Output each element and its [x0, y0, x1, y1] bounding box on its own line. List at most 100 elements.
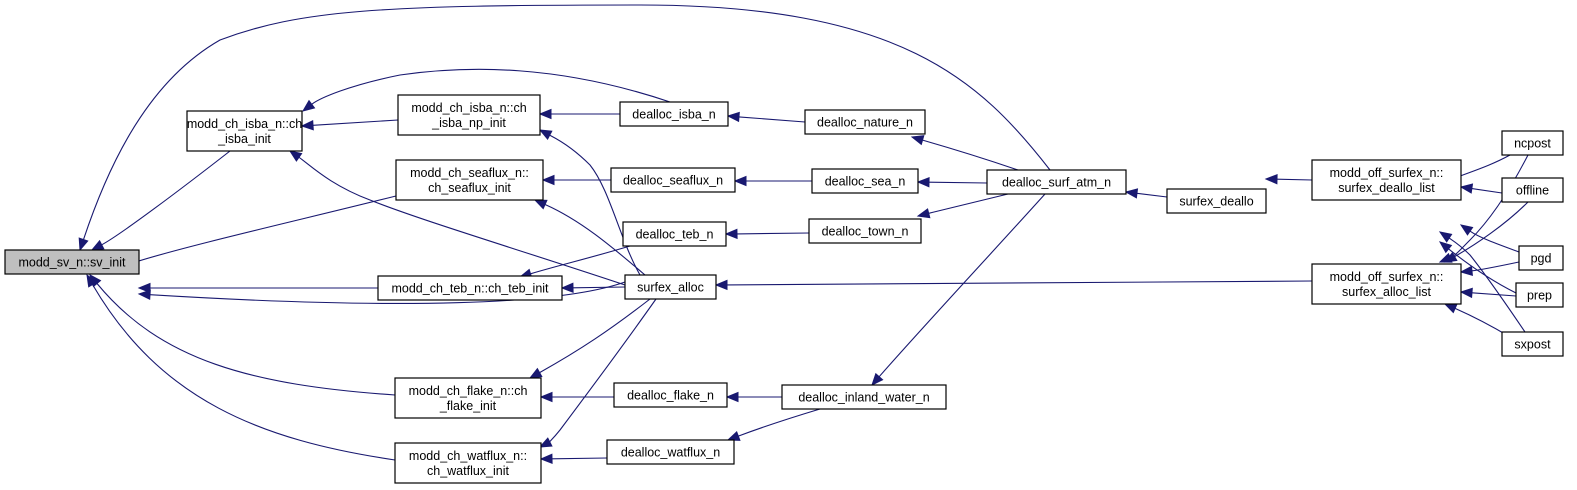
node-dealloc-seaflux-n[interactable]: dealloc_seaflux_n: [610, 167, 736, 193]
edge-line: [726, 280, 1313, 286]
node-box[interactable]: [613, 382, 728, 408]
node-label: surfex_alloc_list: [1342, 285, 1431, 299]
node-box[interactable]: [395, 159, 544, 201]
node-box[interactable]: [377, 275, 563, 301]
node-box[interactable]: [610, 167, 736, 193]
node-sv-init[interactable]: modd_sv_n::sv_init: [4, 249, 140, 275]
node-surfex-deallo[interactable]: surfex_deallo: [1166, 188, 1267, 214]
edge-dealloc_teb_n-to-ch_teb_init: [518, 245, 631, 279]
node-box[interactable]: [1501, 331, 1564, 357]
node-prep[interactable]: prep: [1515, 282, 1564, 308]
node-dealloc-teb-n[interactable]: dealloc_teb_n: [622, 221, 727, 247]
node-label: dealloc_sea_n: [825, 175, 906, 189]
node-box[interactable]: [1311, 263, 1462, 305]
arrowhead-icon: [871, 372, 884, 386]
edge-surfex_deallo-to-dealloc_surf_atm_n: [1124, 188, 1168, 199]
arrowhead-icon: [1124, 188, 1139, 199]
edge-sxpost-to-surfex_alloc_list: [1443, 303, 1511, 338]
arrowhead-icon: [137, 282, 151, 294]
node-box[interactable]: [781, 384, 947, 410]
node-box[interactable]: [622, 221, 727, 247]
arrowhead-icon: [1459, 183, 1474, 194]
node-dealloc-nature-n[interactable]: dealloc_nature_n: [804, 109, 926, 135]
node-label: modd_sv_n::sv_init: [18, 256, 126, 270]
node-label: dealloc_isba_n: [632, 108, 715, 122]
node-label: dealloc_inland_water_n: [798, 391, 929, 405]
node-box[interactable]: [1515, 282, 1564, 308]
edge-prep-to-surfex_deallo_list: [1438, 241, 1517, 294]
node-surfex-alloc-list[interactable]: modd_off_surfex_n::surfex_alloc_list: [1311, 263, 1462, 305]
edge-line: [539, 298, 651, 374]
edge-dealloc_watflux_n-to-ch_watflux_init: [539, 453, 608, 465]
node-box[interactable]: [624, 274, 717, 300]
node-label: sxpost: [1514, 338, 1551, 352]
edge-line: [928, 181, 988, 184]
arrowhead-icon: [725, 391, 739, 403]
node-label: pgd: [1531, 252, 1552, 266]
arrowhead-icon: [78, 237, 89, 252]
edges-layer: [78, 4, 1529, 465]
node-box[interactable]: [1501, 177, 1564, 203]
edge-line: [928, 193, 1009, 214]
node-label: dealloc_teb_n: [636, 228, 714, 242]
node-box[interactable]: [1311, 159, 1462, 201]
node-box[interactable]: [804, 109, 926, 135]
node-ch-watflux-init[interactable]: modd_ch_watflux_n::ch_watflux_init: [394, 442, 542, 484]
edge-dealloc_isba_n-to-ch_isba_init: [301, 68, 671, 112]
node-box[interactable]: [394, 442, 542, 484]
node-offline[interactable]: offline: [1501, 177, 1564, 203]
node-label: modd_off_surfex_n::: [1330, 166, 1444, 180]
node-pgd[interactable]: pgd: [1518, 245, 1564, 271]
node-label: surfex_deallo: [1179, 195, 1253, 209]
node-dealloc-flake-n[interactable]: dealloc_flake_n: [613, 382, 728, 408]
node-dealloc-isba-n[interactable]: dealloc_isba_n: [619, 101, 729, 127]
node-label: modd_ch_isba_n::ch: [411, 101, 526, 115]
edge-surfex_alloc-to-sv_init: [137, 281, 626, 304]
edge-line: [96, 283, 396, 396]
edge-line: [736, 232, 810, 235]
arrowhead-icon: [724, 228, 738, 240]
node-label: dealloc_surf_atm_n: [1002, 176, 1111, 190]
node-dealloc-inland-water-n[interactable]: dealloc_inland_water_n: [781, 384, 947, 410]
node-dealloc-sea-n[interactable]: dealloc_sea_n: [811, 168, 919, 194]
arrowhead-icon: [533, 199, 548, 210]
node-ch-teb-init[interactable]: modd_ch_teb_n::ch_teb_init: [377, 275, 563, 301]
edge-surfex_alloc-to-ch_watflux_init: [538, 298, 657, 448]
node-surfex-deallo-list[interactable]: modd_off_surfex_n::surfex_deallo_list: [1311, 159, 1462, 201]
node-ncpost[interactable]: ncpost: [1501, 130, 1564, 156]
edge-dealloc_surf_atm_n-to-dealloc_sea_n: [916, 176, 988, 188]
node-box[interactable]: [811, 168, 919, 194]
node-box[interactable]: [1518, 245, 1564, 271]
node-box[interactable]: [619, 101, 729, 127]
node-dealloc-town-n[interactable]: dealloc_town_n: [808, 218, 922, 244]
node-label: modd_ch_seaflux_n::: [410, 166, 529, 180]
node-dealloc-watflux-n[interactable]: dealloc_watflux_n: [606, 439, 735, 465]
edge-dealloc_surf_atm_n-to-dealloc_inland_water_n: [871, 193, 1046, 386]
arrowhead-icon: [1459, 224, 1474, 236]
node-box[interactable]: [4, 249, 140, 275]
node-box[interactable]: [1166, 188, 1267, 214]
node-box[interactable]: [397, 94, 541, 136]
edge-line: [1471, 188, 1503, 194]
arrowhead-icon: [1438, 231, 1453, 243]
edge-prep-to-surfex_alloc_list: [1459, 287, 1517, 299]
edge-line: [1136, 192, 1168, 198]
node-surfex-alloc[interactable]: surfex_alloc: [624, 274, 717, 300]
node-box[interactable]: [1501, 130, 1564, 156]
edge-line: [572, 286, 626, 289]
node-box[interactable]: [808, 218, 922, 244]
node-box[interactable]: [394, 377, 542, 419]
node-box[interactable]: [186, 110, 303, 152]
node-box[interactable]: [606, 439, 735, 465]
arrowhead-icon: [916, 208, 931, 219]
node-ch-isba-init[interactable]: modd_ch_isba_n::ch_isba_init: [186, 110, 303, 152]
edge-line: [738, 408, 821, 437]
node-ch-isba-np-init[interactable]: modd_ch_isba_n::ch_isba_np_init: [397, 94, 541, 136]
node-box[interactable]: [986, 169, 1127, 195]
node-sxpost[interactable]: sxpost: [1501, 331, 1564, 357]
arrowhead-icon: [714, 279, 728, 291]
edge-line: [92, 284, 396, 461]
node-dealloc-surf-atm-n[interactable]: dealloc_surf_atm_n: [986, 169, 1127, 195]
node-ch-flake-init[interactable]: modd_ch_flake_n::ch_flake_init: [394, 377, 542, 419]
node-ch-seaflux-init[interactable]: modd_ch_seaflux_n::ch_seaflux_init: [395, 159, 544, 201]
